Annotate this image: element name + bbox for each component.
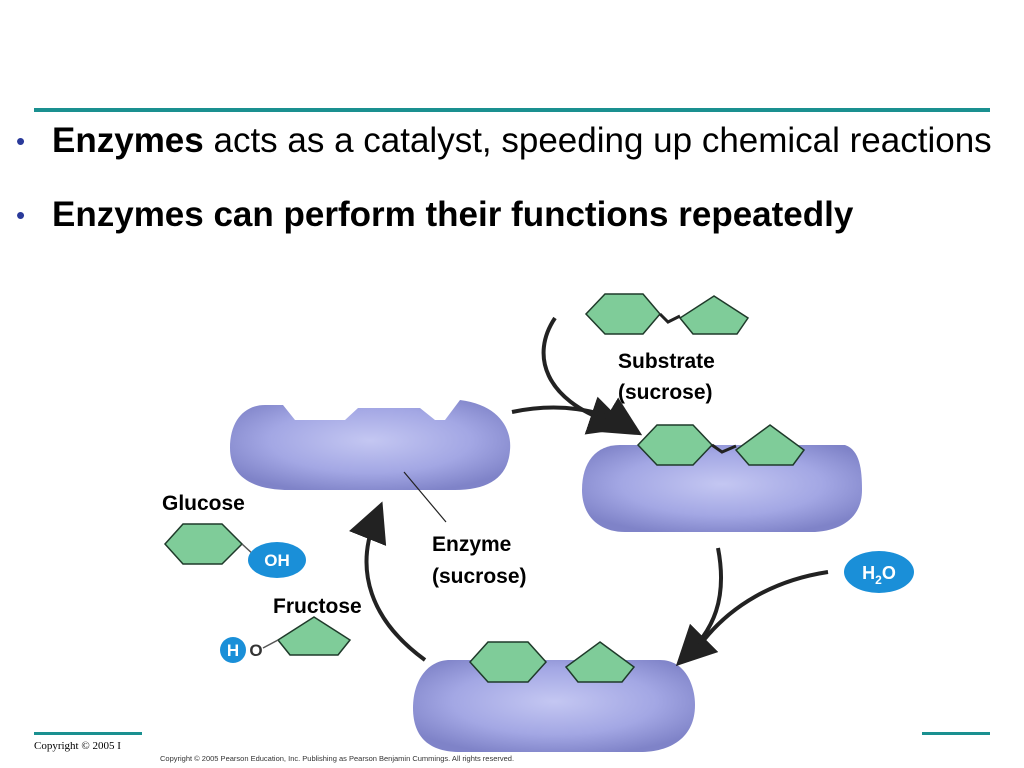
bullet-text: acts as a catalyst, speeding up chemical… xyxy=(203,121,992,160)
water-molecule-icon xyxy=(844,551,914,593)
bottom-divider-right xyxy=(922,732,990,735)
arrow-substrate-in xyxy=(541,316,629,435)
product-fructose-ring xyxy=(564,641,636,683)
water-label: H2O xyxy=(862,563,896,587)
fructose-label: Fructose xyxy=(273,595,362,618)
enzyme-products-complex xyxy=(413,660,695,752)
bullet-dot: • xyxy=(16,200,26,230)
oh-group-icon xyxy=(248,542,306,578)
enzyme-label: Enzyme xyxy=(432,533,511,556)
substrate-sublabel: (sucrose) xyxy=(618,381,713,404)
product-glucose-ring xyxy=(468,641,548,683)
copyright-full: Copyright © 2005 Pearson Education, Inc.… xyxy=(160,754,514,763)
bullet-bold-text: Enzymes xyxy=(52,121,204,160)
enzyme-free xyxy=(230,400,511,490)
arrow-complex-down xyxy=(675,547,723,667)
copyright-left: Copyright © 2005 I xyxy=(34,740,121,752)
enzyme-pointer-line xyxy=(403,471,447,523)
sucrose-bond xyxy=(658,312,681,324)
bullet-item: • Enzymes acts as a catalyst, speeding u… xyxy=(16,118,1006,164)
fructose-ring xyxy=(276,616,352,656)
substrate-bond xyxy=(711,443,737,454)
arrow-enzyme-return xyxy=(349,501,427,662)
glucose-ring xyxy=(163,523,244,565)
enzyme-substrate-complex xyxy=(582,445,862,532)
arrow-enzyme-to-complex xyxy=(511,397,643,436)
bullet-bold-text: Enzymes can perform their functions repe… xyxy=(52,195,854,234)
oh-label: OH xyxy=(264,551,290,570)
bottom-divider-left xyxy=(34,732,142,735)
h-label: H xyxy=(227,641,239,660)
substrate-fructose-ring xyxy=(734,424,806,466)
bullet-item: • Enzymes can perform their functions re… xyxy=(16,192,1006,238)
bullet-dot: • xyxy=(16,126,26,156)
sucrose-glucose-ring xyxy=(584,293,661,335)
arrow-water-in xyxy=(698,570,829,647)
substrate-label: Substrate xyxy=(618,350,715,373)
fructose-h-bond xyxy=(262,639,279,649)
sucrose-fructose-ring xyxy=(678,295,750,335)
top-divider xyxy=(34,108,990,112)
bullet-list: • Enzymes acts as a catalyst, speeding u… xyxy=(16,118,1006,238)
substrate-glucose-ring xyxy=(636,424,714,466)
o-label: O xyxy=(249,641,262,660)
enzyme-sublabel: (sucrose) xyxy=(432,565,527,588)
glucose-label: Glucose xyxy=(162,492,245,515)
h-group-icon xyxy=(220,637,246,663)
